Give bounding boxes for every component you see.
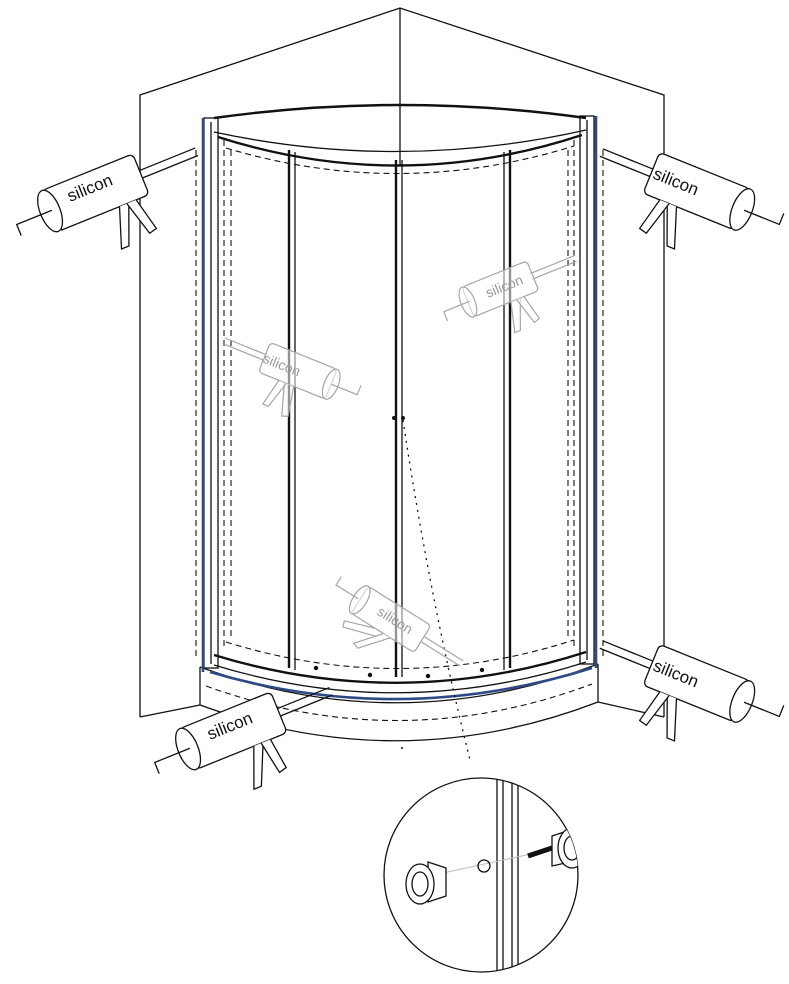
handle-detail-callout bbox=[383, 777, 579, 973]
shower-enclosure bbox=[195, 103, 604, 749]
door-rollers bbox=[313, 665, 485, 679]
detail-leader-line bbox=[402, 419, 471, 761]
handle-hole-left bbox=[392, 416, 396, 420]
silicone-gun-ghost-mid-left bbox=[222, 337, 362, 418]
silicone-gun-bottom-right bbox=[599, 640, 785, 742]
handle-knob-right bbox=[527, 827, 578, 869]
silicone-gun-ghost-bottom-center bbox=[335, 576, 464, 667]
corner-walls bbox=[139, 7, 665, 717]
handle-hole-right bbox=[401, 416, 405, 420]
left-wall-profile bbox=[195, 117, 225, 672]
silicone-gun-ghost-mid-right bbox=[443, 255, 577, 334]
handle-hole bbox=[477, 859, 491, 873]
hidden-bind-holder bbox=[0, 0, 1, 1]
silicone-gun-top-right bbox=[599, 148, 785, 250]
handle-knob-left bbox=[405, 861, 447, 905]
silicone-gun-top-left bbox=[15, 147, 199, 250]
right-wall-profile bbox=[573, 115, 604, 668]
silicone-gun-bottom-left bbox=[153, 686, 333, 791]
